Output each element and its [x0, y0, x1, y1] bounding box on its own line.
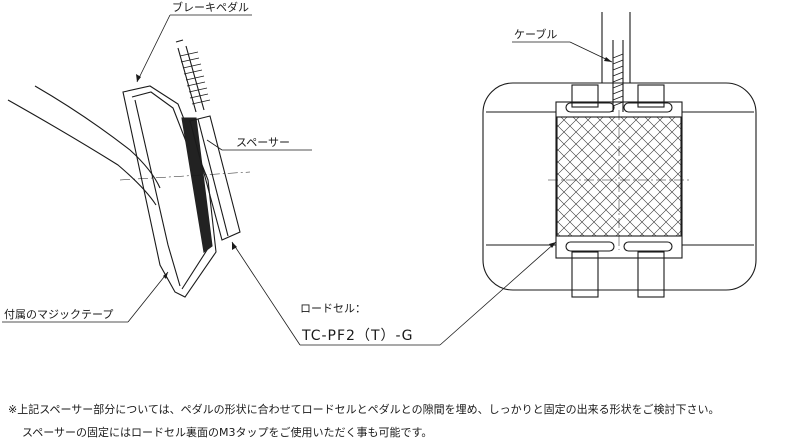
leader-lines-left — [2, 14, 440, 346]
label-brake-pedal: ブレーキペダル — [172, 0, 249, 14]
leader-lines-right — [439, 41, 613, 346]
load-cell-front-view — [482, 12, 757, 298]
label-load-cell: ロードセル： — [300, 302, 366, 315]
label-cable: ケーブル — [514, 27, 557, 41]
pedal-side-view — [7, 39, 251, 298]
note-line-2: スペーサーの固定にはロードセル裏面のM3タップをご使用いただく事も可能です。 — [22, 426, 433, 439]
label-magic-tape: 付属のマジックテープ — [4, 308, 113, 321]
label-spacer: スペーサー — [236, 136, 290, 149]
label-model: TC-PF2（T）-G — [301, 328, 413, 344]
note-line-1: ※上記スペーサー部分については、ペダルの形状に合わせてロードセルとペダルとの隙間… — [8, 403, 720, 416]
